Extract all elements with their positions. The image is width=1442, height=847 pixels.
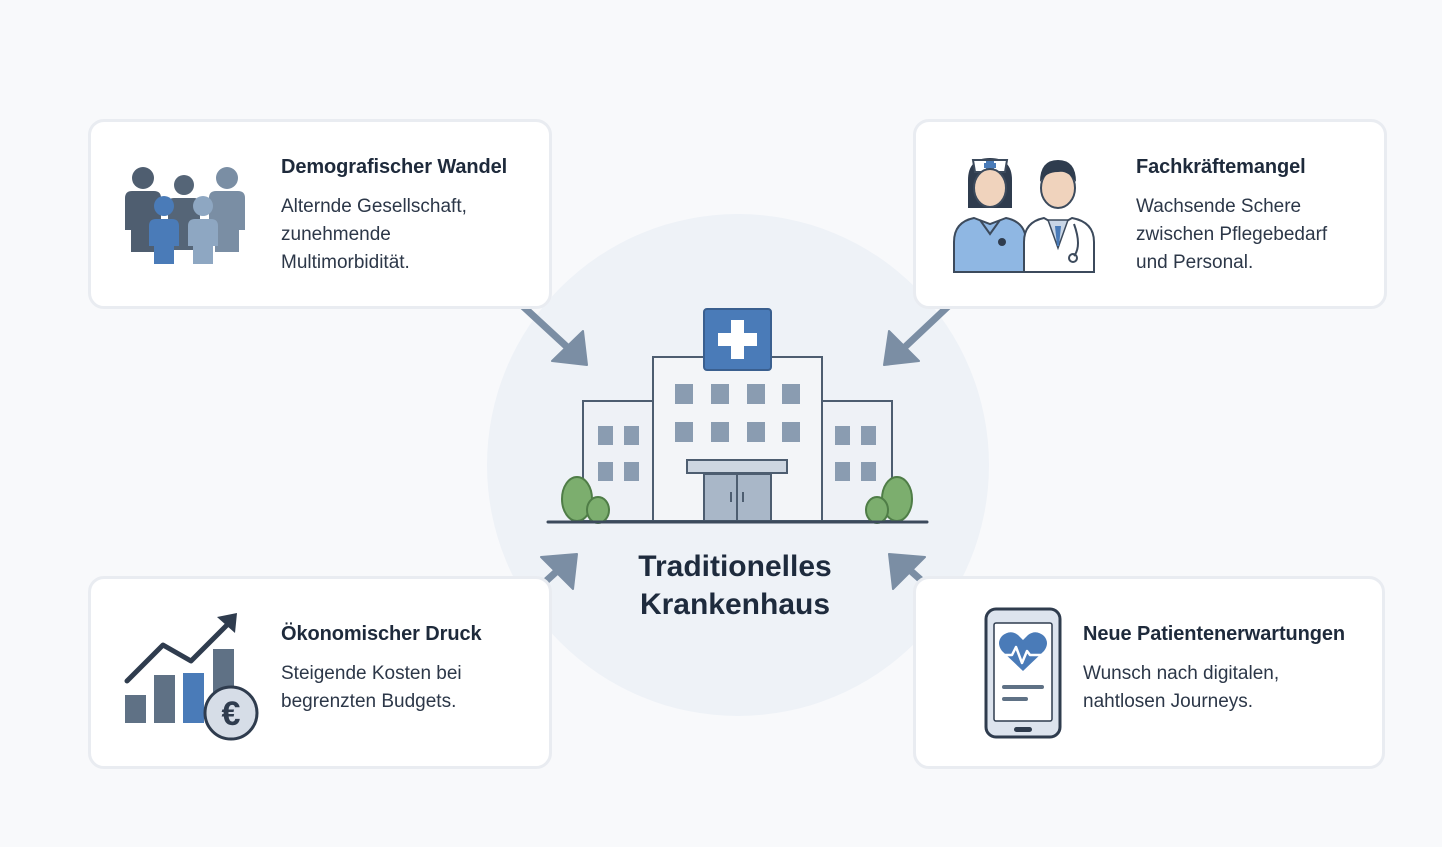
card-description: Alternde Gesellschaft, zunehmende Multim… xyxy=(281,196,467,273)
card-description: Wunsch nach digitalen, nahtlosen Journey… xyxy=(1083,663,1280,712)
card-workforce-shortage: Fachkräftemangel Wachsende Schere zwisch… xyxy=(913,119,1387,309)
card-title: Fachkräftemangel xyxy=(1136,156,1306,178)
card-economic-pressure: € Ökonomischer Druck Steigende Kosten be… xyxy=(88,576,552,769)
card-title: Neue Patientenerwartungen xyxy=(1083,623,1346,645)
euro-symbol: € xyxy=(222,695,241,733)
card-description: Steigende Kosten bei begrenzten Budgets. xyxy=(281,663,462,712)
card-new-patient-expectations: Neue Patientenerwartungen Wunsch nach di… xyxy=(913,576,1385,769)
center-title: Traditionelles Krankenhaus xyxy=(638,550,832,621)
card-title: Ökonomischer Druck xyxy=(281,623,482,645)
card-title: Demografischer Wandel xyxy=(281,156,508,178)
rising-costs-euro-icon: € xyxy=(124,613,259,741)
nurse-doctor-icon xyxy=(953,158,1095,273)
smartphone-heart-icon xyxy=(984,607,1062,739)
people-group-icon xyxy=(125,167,245,264)
card-demographic-change: Demografischer Wandel Alternde Gesellsch… xyxy=(88,119,552,309)
card-description: Wachsende Schere zwischen Pflegebedarf u… xyxy=(1136,196,1328,273)
